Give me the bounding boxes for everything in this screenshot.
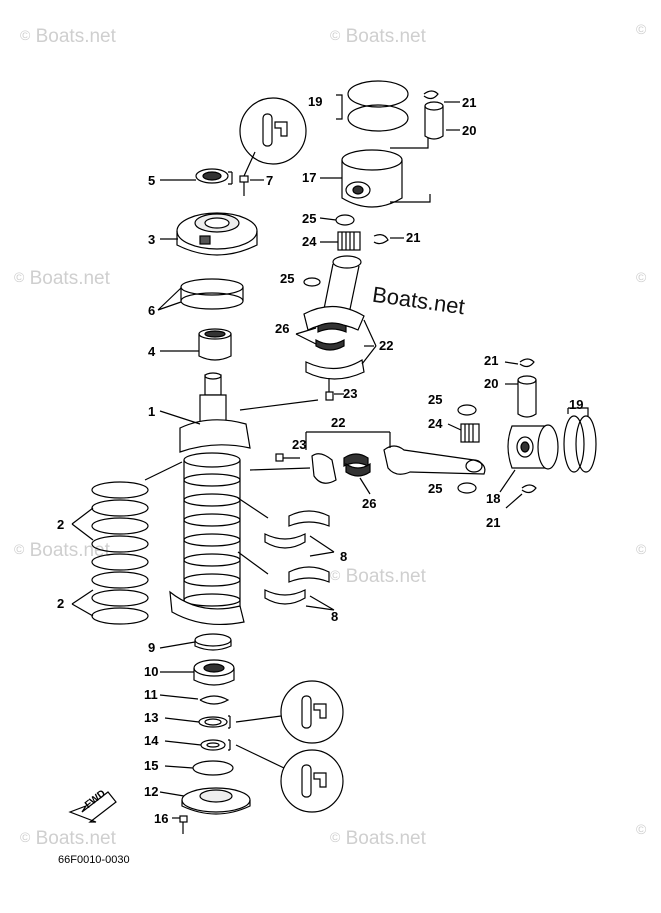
callout-24[interactable]: 24: [428, 416, 443, 431]
part-21-clip-top: [423, 90, 460, 103]
callout-2[interactable]: 2: [57, 596, 65, 611]
callout-6[interactable]: 6: [148, 303, 156, 318]
callout-10[interactable]: 10: [144, 664, 159, 679]
callout-17[interactable]: 17: [302, 170, 317, 185]
part-18-piston-right: [499, 424, 559, 493]
seal-detail-bubble-bottom: [235, 744, 344, 813]
watermark: © Boats.net: [330, 26, 426, 47]
part-21-clip-right-top: [504, 358, 535, 368]
part-16-screw: [172, 815, 188, 834]
callout-5[interactable]: 5: [148, 173, 156, 188]
part-20-piston-pin-top: [424, 101, 460, 140]
callout-21[interactable]: 21: [486, 515, 501, 530]
part-23-bolt-lower: [249, 453, 311, 471]
callout-20[interactable]: 20: [484, 376, 499, 391]
callout-23[interactable]: 23: [292, 437, 307, 452]
callout-25[interactable]: 25: [280, 271, 295, 286]
part-21-clip-middle: [373, 234, 404, 245]
callout-2[interactable]: 2: [57, 517, 65, 532]
part-1-crankshaft: [159, 372, 319, 626]
part-5-oil-seal: [160, 168, 233, 185]
part-2-crankshaft-seals: [71, 461, 183, 625]
callout-26[interactable]: 26: [362, 496, 377, 511]
part-23-bolt-upper: [325, 378, 344, 401]
callout-18[interactable]: 18: [486, 491, 501, 506]
part-6-rings: [157, 278, 244, 311]
callout-22[interactable]: 22: [331, 415, 346, 430]
part-15-o-ring: [164, 760, 234, 776]
callout-14[interactable]: 14: [144, 733, 159, 748]
part-26-bearing-upper: [295, 322, 347, 351]
watermark: © Boats.net: [14, 540, 110, 561]
callout-19[interactable]: 19: [569, 397, 584, 412]
callout-22[interactable]: 22: [379, 338, 394, 353]
part-8-bearing-halves: [237, 497, 335, 611]
part-21-clip-right-bottom: [505, 484, 537, 509]
part-24-needle-bearing-right: [447, 423, 480, 443]
callout-13[interactable]: 13: [144, 710, 159, 725]
part-3-oil-seal-housing: [160, 212, 258, 256]
watermark-symbol: ©: [636, 541, 647, 557]
part-13-oil-seal: [164, 715, 231, 729]
part-14-oil-seal: [164, 739, 231, 751]
seal-detail-bubble-top: [239, 97, 307, 177]
watermark: © Boats.net: [20, 828, 116, 849]
part-22-connecting-rod-lower: [305, 431, 486, 484]
callout-3[interactable]: 3: [148, 232, 156, 247]
watermark-symbol: ©: [636, 269, 647, 285]
part-26-bearing-lower: [343, 453, 371, 495]
part-19-piston-rings-top: [336, 80, 409, 132]
callout-23[interactable]: 23: [343, 386, 358, 401]
callout-19[interactable]: 19: [308, 94, 323, 109]
callout-16[interactable]: 16: [154, 811, 169, 826]
callout-25[interactable]: 25: [428, 392, 443, 407]
watermark-symbol: ©: [636, 21, 647, 37]
part-7-bolt: [239, 175, 264, 196]
callout-24[interactable]: 24: [302, 234, 317, 249]
part-25-washer-upper: [303, 277, 321, 287]
callout-25[interactable]: 25: [302, 211, 317, 226]
callout-9[interactable]: 9: [148, 640, 156, 655]
callout-25[interactable]: 25: [428, 481, 443, 496]
seal-detail-bubble-middle: [235, 680, 344, 744]
callout-20[interactable]: 20: [462, 123, 477, 138]
part-9-seal: [159, 633, 232, 651]
part-12-seal-housing: [159, 787, 251, 815]
part-22-connecting-rod-upper: [303, 255, 377, 380]
part-25-washer-right-top: [457, 404, 477, 416]
part-10-bearing: [160, 659, 235, 686]
callout-21[interactable]: 21: [406, 230, 421, 245]
part-17-piston: [320, 138, 431, 208]
callout-1[interactable]: 1: [148, 404, 156, 419]
fwd-arrow-icon: [68, 791, 117, 823]
diagram-id: 66F0010-0030: [58, 854, 130, 866]
callout-7[interactable]: 7: [266, 173, 274, 188]
callout-15[interactable]: 15: [144, 758, 159, 773]
callout-8[interactable]: 8: [331, 609, 339, 624]
part-4-bearing: [160, 328, 232, 361]
watermark: © Boats.net: [14, 268, 110, 289]
callout-26[interactable]: 26: [275, 321, 290, 336]
callout-21[interactable]: 21: [462, 95, 477, 110]
callout-12[interactable]: 12: [144, 784, 159, 799]
watermark: © Boats.net: [20, 26, 116, 47]
part-24-needle-bearing-top: [320, 231, 361, 251]
callout-8[interactable]: 8: [340, 549, 348, 564]
callout-21[interactable]: 21: [484, 353, 499, 368]
part-25-washer-right-bottom: [457, 482, 477, 494]
watermark-symbol: ©: [636, 821, 647, 837]
part-20-piston-pin-right: [505, 375, 537, 418]
callout-11[interactable]: 11: [144, 687, 158, 702]
watermark: © Boats.net: [330, 828, 426, 849]
part-25-washer-top: [319, 214, 355, 226]
part-11-circlip: [159, 694, 230, 705]
part-19-piston-rings-right: [563, 407, 597, 473]
watermark: © Boats.net: [330, 566, 426, 587]
callout-4[interactable]: 4: [148, 344, 156, 359]
